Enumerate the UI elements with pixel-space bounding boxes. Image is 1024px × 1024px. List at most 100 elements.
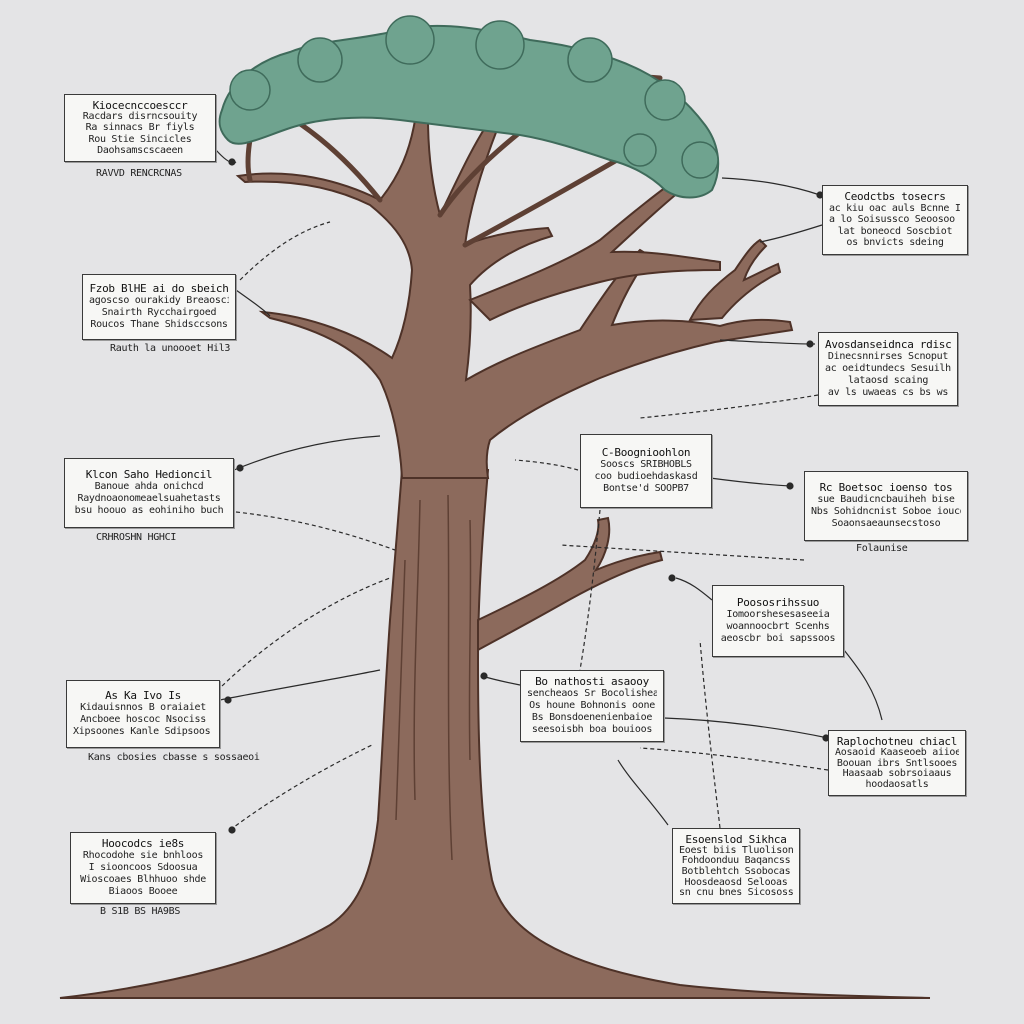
label-note-4: Avosdanseidnca rdiscs Dinecsnnirses Scno… [818,332,958,406]
note-line: Fzob BlHE ai do sbeich [89,283,229,295]
note-line: Bontse'd SOOPB7 [603,483,689,494]
note-line: Fohdoonduu Baqancss [681,855,791,866]
note-line: Hoocodcs ie8s [101,838,185,850]
foliage-cluster [297,37,343,83]
bark-lines [395,494,472,861]
connector-n13 [617,759,669,826]
note-line: Esoenslod Sikhca [685,833,787,845]
note-line: Raplochotneu chiacl [836,736,958,747]
note-line: lataosd scaing [847,375,929,386]
note-line: coo budioehdaskasd [594,471,698,482]
connector-n6 [709,477,793,487]
note-line: Daohsamscscaeen [97,144,183,156]
note-line: Wioscoaes Blhhuoo shde [80,874,206,885]
label-note-3: Fzob BlHE ai do sbeich agoscso ourakidy … [82,274,236,340]
connector-n10b [221,577,391,687]
note-line: aeoscbr boi sapssoos [720,633,836,644]
connector-n7 [559,544,805,561]
foliage-cluster [644,79,686,121]
label-caption-7: Folaunise [856,543,908,554]
note-line: os bnvicts sdeing [846,237,944,249]
tree-twig-right [688,238,782,322]
note-line: a lo Soisussco Seoosoo Coy [829,214,961,226]
note-line: lat boneocd Soscbiot [837,225,953,237]
note-line: Hoosdeaosd Selooas [684,876,788,888]
connector-n3 [235,289,271,317]
note-line: agoscso ourakidy Breaoscil [89,295,229,306]
note-line: ac oeidtundecs Sesuilhoaans [825,363,951,374]
connector-n2 [721,177,821,196]
connector-n11b [639,747,829,771]
note-line: bsu hoouo as eohiniho buch [74,505,224,516]
label-caption-12: B S1B BS HA9BS [100,906,181,917]
connector-n2b [759,224,823,243]
label-note-6: C-Boognioohlon Sooscs SRIBHOBLS coo budi… [580,434,712,508]
note-line: av ls uwaeas cs bs ws [827,387,949,398]
label-note-1: Kiocecnccoesccr Racdars disrncsouity Ra … [64,94,216,162]
label-note-13: Esoenslod Sikhca Eoest biis Tluolisonnio… [672,828,800,904]
label-note-10: As Ka Ivo Is Kidauisnnos B oraiaiet Ancb… [66,680,220,748]
connector-dot [668,574,676,582]
note-line: Roucos Thane Shidsccsons [90,319,228,330]
note-line: Banoue ahda onichcd [94,481,204,492]
label-note-7: Rc Boetsoc ioenso tos sue Baudicncbauihe… [804,471,968,541]
connector-n13b [699,639,721,829]
note-line: I siooncoos Sdoosua [88,862,198,873]
tree-foliage [218,15,720,199]
connector-n9 [481,675,521,686]
note-line: seesoisbh boa bouioos [531,724,653,735]
note-line: Ancboee hoscoc Nsociss [80,714,206,725]
note-line: Dinecsnnirses Scnoput [827,351,949,362]
connector-dot [228,826,236,834]
connector-dot [806,340,814,348]
label-note-8: Poososrihssuo Iomoorshesesaseeia woannoo… [712,585,844,657]
note-line: Nbs Sohidncnist Soboe ioucd [811,506,961,517]
note-line: sencheaos Sr Bocolisheaids [527,688,657,699]
label-note-2: Ceodctbs tosecrs ac kiu oac auls Bcnne I… [822,185,968,255]
note-line: Snairth Rycchairgoed [101,307,217,318]
note-line: sue Baudicncbauiheh bise [817,494,955,505]
connector-n3b [239,221,331,281]
connector-n8b [843,649,883,721]
note-line: Eoest biis Tluolisonnio [679,844,793,856]
label-note-12: Hoocodcs ie8s Rhocodohe sie bnhloos I si… [70,832,216,904]
label-caption-3: Rauth la unoooet Hil3 [110,343,231,354]
note-line: Sooscs SRIBHOBLS [600,459,692,470]
label-note-11: Raplochotneu chiacl Aosaoid Kaaseoeb aii… [828,730,966,796]
foliage-cluster [475,20,525,70]
note-line: Ra sinnacs Br fiyls [85,122,195,134]
note-line: Xipsoones Kanle Sdipsoos Kaniuosaa [73,726,213,737]
note-line: Boouan ibrs Sntlsooes [836,757,958,769]
note-line: Soaonsaeaunsecstoso [831,518,941,529]
connector-n9b [579,509,601,671]
note-line: Racdars disrncsouity [82,111,198,123]
label-note-9: Bo nathosti asaooy sencheaos Sr Bocolish… [520,670,664,742]
foliage-cluster [567,37,613,83]
foliage-cluster [623,133,657,167]
label-caption-5: CRHROSHN HGHCI [96,532,177,543]
connector-n12 [229,744,373,831]
note-line: Kiocecnccoesccr [92,100,188,112]
connector-dot [224,696,232,704]
note-line: Ceodctbs tosecrs [844,191,946,203]
connector-n4 [719,339,816,345]
note-line: sn cnu bnes Sicososs [679,887,793,899]
connector-n8 [675,577,713,601]
connector-lines [215,149,883,834]
note-line: Biaoos Booee [108,886,178,897]
note-line: Bs Bonsdoenenienbaioe [531,712,653,723]
note-line: Rc Boetsoc ioenso tos [819,482,953,494]
tree-branch-upper-right [468,168,721,322]
note-line: Avosdanseidnca rdiscs [825,339,951,351]
note-line: Poososrihssuo [736,597,820,609]
note-line: Klcon Saho Hedioncil [85,469,213,481]
connector-n11 [663,717,829,739]
note-line: woannoocbrt Scenhs [726,621,830,632]
label-caption-1: RAVVD RENCRCNAS [96,168,182,179]
connector-n5 [233,435,381,471]
note-line: Iomoorshesesaseeia [726,609,830,620]
note-line: Raydnoaonomeaelsuahetasts [77,493,221,504]
connector-dot [228,158,236,166]
